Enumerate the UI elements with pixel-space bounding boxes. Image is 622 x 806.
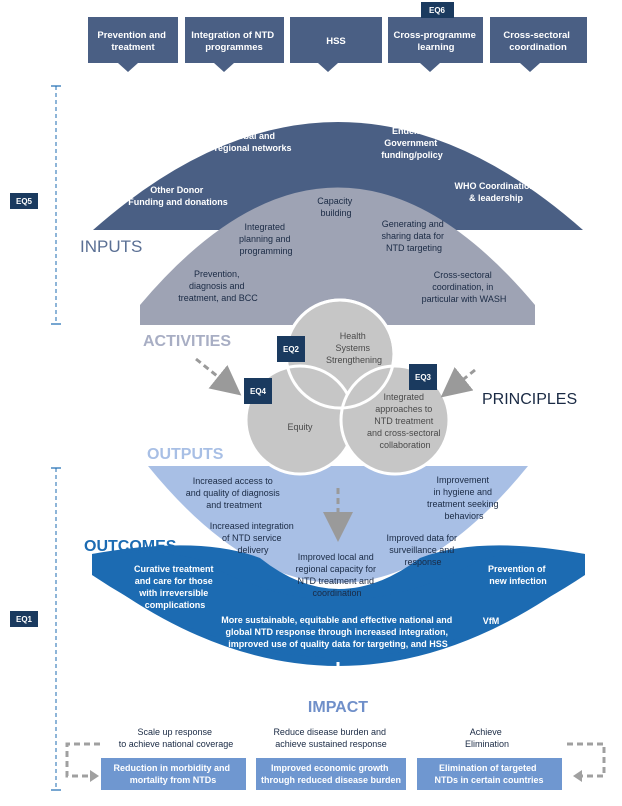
outcome-prevention-new-infection: Prevention of new infection (488, 564, 548, 586)
impact-heading-reduce-burden: Reduce disease burden and achieve sustai… (273, 727, 388, 749)
top-box-cross-programme: Cross-programme learning (388, 17, 483, 72)
integrated-circle (339, 364, 451, 476)
activity-capacity-building: Capacity building (317, 196, 355, 218)
outcome-sustainable-response: More sustainable, equitable and effectiv… (221, 615, 455, 649)
svg-text:Elimination of targeted: Elimination of targeted NTDs in certain … (434, 763, 543, 785)
activities-dashed-arrow (195, 357, 242, 396)
output-improvement-hygiene: Improvement in hygiene and treatment see… (427, 475, 501, 521)
svg-text:EQ1: EQ1 (16, 615, 33, 624)
eq1-bracket: EQ1 (10, 467, 61, 791)
top-box-prevention: Prevention and treatment (88, 17, 178, 72)
output-increased-access: Increased access to and quality of diagn… (186, 476, 283, 510)
input-who-coordination: WHO Coordination & leadership (454, 181, 537, 203)
outcome-vfm: VfM (483, 616, 500, 626)
eq4-badge: EQ4 (244, 378, 272, 404)
activity-cross-sectoral: Cross-sectoral coordination, in particul… (422, 270, 507, 304)
impact-heading-scale-up: Scale up response to achieve national co… (119, 727, 234, 749)
input-other-donor: Other Donor Funding and donations (128, 185, 227, 207)
input-endemic-government: Endemic Government funding/policy (381, 126, 443, 160)
top-box-cross-sectoral: Cross-sectoral coordination (490, 17, 587, 72)
impact-box-economic-growth (256, 758, 406, 790)
right-loop-arrow (567, 742, 606, 778)
inputs-items: DFID Funding Global and regional network… (128, 112, 537, 207)
svg-text:EQ3: EQ3 (415, 373, 432, 382)
activities-items: Capacity building Integrated planning an… (178, 196, 506, 304)
impact-headings: Scale up response to achieve national co… (119, 727, 509, 749)
outputs-items: Increased access to and quality of diagn… (186, 475, 501, 598)
left-loop-arrow (65, 742, 100, 778)
principles-dashed-arrow (440, 367, 476, 398)
top-box-cross-sectoral-text: Cross-sectoral coordination (503, 30, 572, 53)
impact-box-elimination (417, 758, 562, 790)
principle-hss: Health Systems Strengthening (326, 331, 382, 365)
eq5-bracket: EQ5 (10, 85, 61, 325)
top-box-prevention-text: Prevention and treatment (97, 30, 168, 53)
principles-items: Health Systems Strengthening Equity Inte… (287, 331, 443, 450)
svg-text:Improved economic growth: Improved economic growth through reduced… (261, 763, 401, 785)
left-loop-arrowhead (90, 770, 99, 782)
activity-generating-data: Generating and sharing data for NTD targ… (381, 219, 446, 253)
impact-boxes: Reduction in morbidity and mortality fro… (101, 758, 562, 790)
impact-heading-elimination: Achieve Elimination (465, 727, 509, 749)
activities-label: ACTIVITIES (143, 333, 231, 350)
impact-label: IMPACT (308, 699, 368, 716)
top-box-hss: HSS (290, 17, 382, 72)
outcomes-items: Curative treatment and care for those wi… (134, 564, 548, 649)
top-box-hss-text: HSS (326, 36, 346, 47)
principles-label: PRINCIPLES (482, 391, 577, 408)
input-global-networks: Global and regional networks (214, 131, 291, 153)
principle-integrated: Integrated approaches to NTD treatment a… (367, 392, 443, 450)
top-box-cross-programme-text: Cross-programme learning (394, 30, 479, 53)
outcome-curative-treatment: Curative treatment and care for those wi… (134, 564, 216, 610)
svg-text:Reduction in morbidity and: Reduction in morbidity and mortality fro… (113, 763, 232, 785)
impact-arrowhead (332, 677, 344, 686)
svg-text:EQ4: EQ4 (250, 387, 267, 396)
outputs-label: OUTPUTS (147, 446, 224, 463)
output-improved-capacity: Improved local and regional capacity for… (295, 552, 378, 598)
inputs-dome (93, 122, 583, 230)
svg-text:EQ6: EQ6 (429, 6, 446, 15)
eq3-badge: EQ3 (409, 364, 437, 390)
top-box-integration-text: Integration of NTD programmes (191, 30, 277, 53)
svg-text:EQ5: EQ5 (16, 197, 33, 206)
impact-box-morbidity (101, 758, 246, 790)
right-loop-arrowhead (573, 770, 582, 782)
activities-band (140, 187, 535, 325)
output-improved-data: Improved data for surveillance and respo… (386, 533, 459, 567)
top-boxes: Prevention and treatment Integration of … (88, 2, 587, 72)
principle-equity: Equity (287, 422, 313, 432)
top-box-integration: Integration of NTD programmes (185, 17, 284, 72)
activity-integrated-planning: Integrated planning and programming (239, 222, 293, 256)
activity-prevention-diagnosis: Prevention, diagnosis and treatment, and… (178, 269, 258, 303)
eq2-badge: EQ2 (277, 336, 305, 362)
input-dfid-funding: DFID Funding (309, 112, 368, 122)
output-increased-integration: Increased integration of NTD service del… (210, 521, 297, 555)
outcomes-label: OUTCOMES (84, 538, 177, 555)
svg-text:EQ2: EQ2 (283, 345, 300, 354)
eq6-badge: EQ6 (421, 2, 454, 18)
inputs-label: INPUTS (80, 237, 142, 256)
